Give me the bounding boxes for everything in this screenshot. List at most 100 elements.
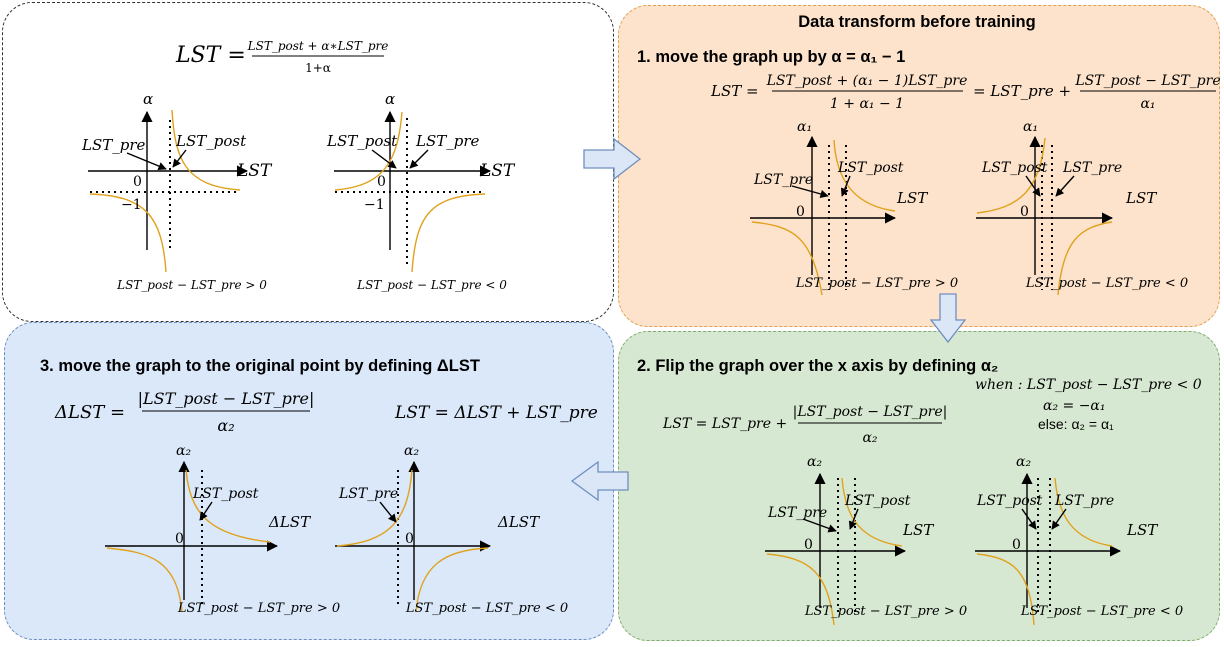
- step1-right-x-label: LST: [1125, 189, 1157, 207]
- step2-formula-lhs: LST = LST_pre +: [662, 416, 787, 432]
- step2-right-label-post: LST_post: [976, 493, 1043, 509]
- intro-left-x-label: LST: [236, 161, 273, 181]
- step1-left-label-post: LST_post: [837, 160, 904, 176]
- step3-right-arrow-pre: [379, 501, 397, 523]
- intro-left-minus-one: −1: [121, 197, 142, 213]
- intro-right-condition: LST_post − LST_pre < 0: [356, 278, 507, 292]
- step1-left-arrow-pre: [791, 185, 829, 199]
- step1-left-origin: 0: [796, 204, 805, 220]
- step1-left-curve-lower: [751, 221, 823, 296]
- step1-formula-mid: = LST_pre +: [973, 82, 1071, 100]
- step1-right-y-label: α₁: [1023, 119, 1038, 135]
- step1-right-label-pre: LST_pre: [1062, 160, 1122, 176]
- step2-heading: 2. Flip the graph over the x axis by def…: [637, 357, 998, 375]
- panel-intro: [2, 2, 614, 322]
- flow-arrow-down: [929, 293, 967, 344]
- step3-left-curve-upper: [185, 469, 271, 543]
- step2-left-y-label: α₂: [807, 454, 822, 470]
- step3-left-condition: LST_post − LST_pre > 0: [177, 601, 340, 616]
- intro-right-minus-one: −1: [364, 197, 385, 213]
- step1-left-curve-upper: [833, 139, 896, 212]
- step2-left-origin: 0: [804, 537, 813, 553]
- intro-left-y-label: α: [143, 90, 153, 108]
- intro-right-curve-lower: [411, 193, 486, 273]
- intro-formula-lhs: LST =: [175, 43, 246, 68]
- intro-right-y-label: α: [385, 90, 395, 108]
- step3-left-curve-lower: [106, 547, 183, 613]
- intro-right-label-pre: LST_pre: [415, 132, 480, 150]
- intro-left-label-post: LST_post: [175, 132, 247, 150]
- step1-right-condition: LST_post − LST_pre < 0: [1025, 276, 1188, 291]
- step1-formula-num1: LST_post + (α₁ − 1)LST_pre: [766, 73, 968, 89]
- step2-right-condition: LST_post − LST_pre < 0: [1020, 604, 1183, 619]
- step3-formula-num: |LST_post − LST_pre|: [138, 389, 315, 408]
- step2-right-y-label: α₂: [1016, 454, 1031, 470]
- step2-left-curve-upper: [841, 477, 903, 547]
- step2-formula-num: |LST_post − LST_pre|: [793, 404, 948, 420]
- step2-right-arrow-pre: [1051, 508, 1067, 530]
- step1-heading: 1. move the graph up by α = α₁ − 1: [637, 48, 905, 66]
- step1-right-curve-lower: [1057, 221, 1113, 296]
- step3-right-origin: 0: [405, 531, 414, 547]
- step2-right-origin: 0: [1012, 537, 1021, 553]
- intro-plot-right: α LST 0 −1 LST_post LST_pre LST_post − L…: [326, 90, 516, 292]
- step1-formula-den2: α₁: [1140, 96, 1155, 112]
- step2-right-label-pre: LST_pre: [1054, 493, 1114, 509]
- step2-formula-den: α₂: [862, 430, 877, 446]
- intro-right-label-post: LST_post: [326, 132, 398, 150]
- step2-left-condition: LST_post − LST_pre > 0: [804, 604, 967, 619]
- step2-left-arrow-post: [848, 508, 859, 530]
- step3-formula-right: LST = ΔLST + LST_pre: [394, 403, 598, 423]
- step2-right-curve-upper: [1054, 477, 1113, 547]
- step1-right-arrow-pre: [1055, 175, 1075, 197]
- step1-right-arrow-post: [1025, 175, 1041, 197]
- intro-left-curve-lower: [89, 193, 167, 273]
- intro-right-arrow-post: [371, 149, 397, 169]
- intro-left-arrow-pre: [126, 152, 167, 171]
- step3-right-label-pre: LST_pre: [338, 486, 398, 502]
- intro-right-origin: 0: [377, 174, 386, 190]
- intro-plot-left: α LST 0 −1 LST_pre LST_post LST_post − L…: [81, 90, 273, 292]
- step3-heading: 3. move the graph to the original point …: [40, 357, 480, 375]
- step2-plot-left: α₂ LST 0 LST_pre LST_post LST_post − LST…: [765, 454, 967, 626]
- step2-left-curve-lower: [766, 553, 835, 626]
- step1-left-y-label: α₁: [797, 119, 812, 135]
- panel-step1: [618, 5, 1220, 327]
- step3-right-condition: LST_post − LST_pre < 0: [405, 601, 568, 616]
- intro-right-arrow-pre: [409, 149, 429, 169]
- step3-plot-right: α₂ ΔLST 0 LST_pre LST_post − LST_pre < 0: [335, 443, 568, 616]
- step2-cond-else: else: α₂ = α₁: [1038, 416, 1114, 432]
- diagram-title: Data transform before training: [798, 13, 1035, 31]
- step2-formula: LST = LST_pre + |LST_post − LST_pre| α₂: [662, 404, 947, 446]
- step1-formula: LST = LST_post + (α₁ − 1)LST_pre 1 + α₁ …: [710, 73, 1221, 112]
- step3-right-curve-lower: [415, 547, 489, 613]
- step2-left-arrow-pre: [802, 518, 837, 533]
- step1-left-label-pre: LST_pre: [753, 172, 813, 188]
- step2-right-curve-lower: [976, 553, 1035, 626]
- intro-right-x-label: LST: [479, 161, 516, 181]
- step3-left-x-label: ΔLST: [268, 513, 311, 531]
- step3-right-curve-upper: [336, 469, 413, 547]
- step2-left-label-pre: LST_pre: [767, 505, 827, 521]
- step3-formula: ΔLST = |LST_post − LST_pre| α₂ LST = ΔLS…: [54, 389, 598, 435]
- step1-plot-left: α₁ LST 0 LST_pre LST_post LST_post − LST…: [750, 119, 958, 296]
- step3-formula-lhs: ΔLST =: [54, 402, 125, 423]
- step2-cond-when: when : LST_post − LST_pre < 0: [975, 377, 1202, 393]
- step1-right-label-post: LST_post: [981, 160, 1048, 176]
- intro-left-label-pre: LST_pre: [81, 136, 146, 154]
- step1-formula-num2: LST_post − LST_pre: [1074, 73, 1220, 89]
- step2-right-arrow-post: [1021, 508, 1037, 530]
- step1-left-condition: LST_post − LST_pre > 0: [795, 276, 958, 291]
- step1-plot-right: α₁ LST 0 LST_post LST_pre LST_post − LST…: [976, 119, 1188, 296]
- step2-right-x-label: LST: [1126, 521, 1158, 539]
- step2-cond-alpha: α₂ = −α₁: [1043, 398, 1106, 414]
- intro-left-condition: LST_post − LST_pre > 0: [116, 278, 267, 292]
- intro-formula: LST = LST_post + α∗LST_pre 1+α: [175, 39, 388, 75]
- step3-right-y-label: α₂: [404, 443, 419, 459]
- step2-left-x-label: LST: [902, 521, 934, 539]
- intro-formula-numerator: LST_post + α∗LST_pre: [247, 39, 389, 53]
- flow-arrow-left: [570, 460, 629, 502]
- step1-right-origin: 0: [1020, 204, 1029, 220]
- step1-left-x-label: LST: [896, 189, 928, 207]
- flow-arrow-right: [583, 137, 642, 181]
